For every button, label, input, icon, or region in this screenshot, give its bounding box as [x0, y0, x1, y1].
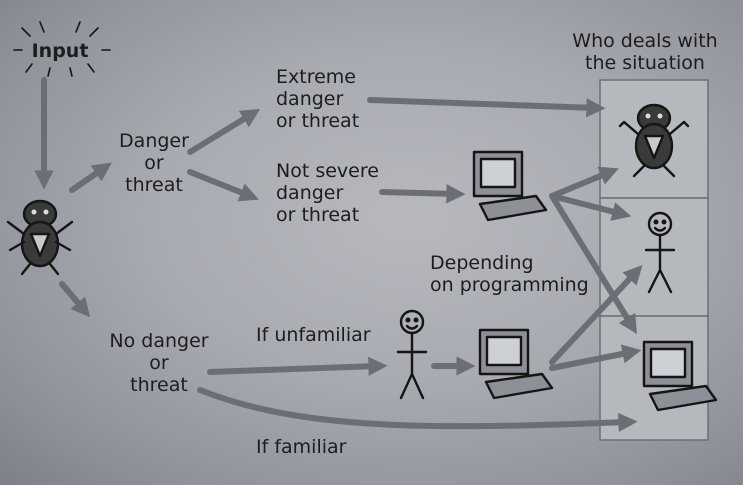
handler-monkey-icon: [618, 103, 690, 178]
who-deals-header: Who deals with the situation: [572, 30, 718, 74]
arrow-computer-to-monkey: [549, 166, 619, 199]
arrow-computer-to-person: [549, 193, 632, 221]
monkey-icon: [6, 199, 74, 276]
lower-computer-icon: [478, 328, 554, 400]
input-starburst-icon: [13, 21, 111, 77]
depending-on-programming-label: Depending on programming: [430, 252, 589, 296]
extreme-danger-label: Extreme danger or threat: [276, 66, 360, 132]
not-severe-danger-label: Not severe danger or threat: [276, 160, 379, 226]
danger-label: Danger or threat: [119, 130, 189, 196]
arrow-monkey-to-danger: [69, 162, 112, 193]
arrow-danger-to-extreme: [187, 108, 261, 155]
stick-figure-icon: [396, 309, 428, 400]
flow-arrows: [34, 77, 643, 432]
arrow-computer-to-computer: [549, 193, 638, 335]
handler-computer-icon: [642, 340, 718, 412]
arrow-not-severe-to-computer: [379, 184, 466, 204]
arrow-extreme-to-monkey: [367, 97, 606, 118]
no-danger-label: No danger or threat: [109, 330, 209, 396]
arrow-unfamiliar-to-person: [207, 356, 388, 376]
handler-person-icon: [644, 211, 676, 294]
if-familiar-label: If familiar: [256, 436, 347, 458]
input-label: Input: [31, 40, 89, 62]
arrow-familiar-to-computer: [197, 387, 638, 432]
arrow-lower-computer-to-computer: [549, 344, 642, 371]
arrow-lower-computer-to-person: [549, 264, 643, 365]
if-unfamiliar-label: If unfamiliar: [256, 324, 371, 346]
arrow-danger-to-not-severe: [187, 169, 259, 202]
arrow-monkey-to-no-danger: [59, 281, 91, 318]
computer-icon: [472, 150, 548, 222]
